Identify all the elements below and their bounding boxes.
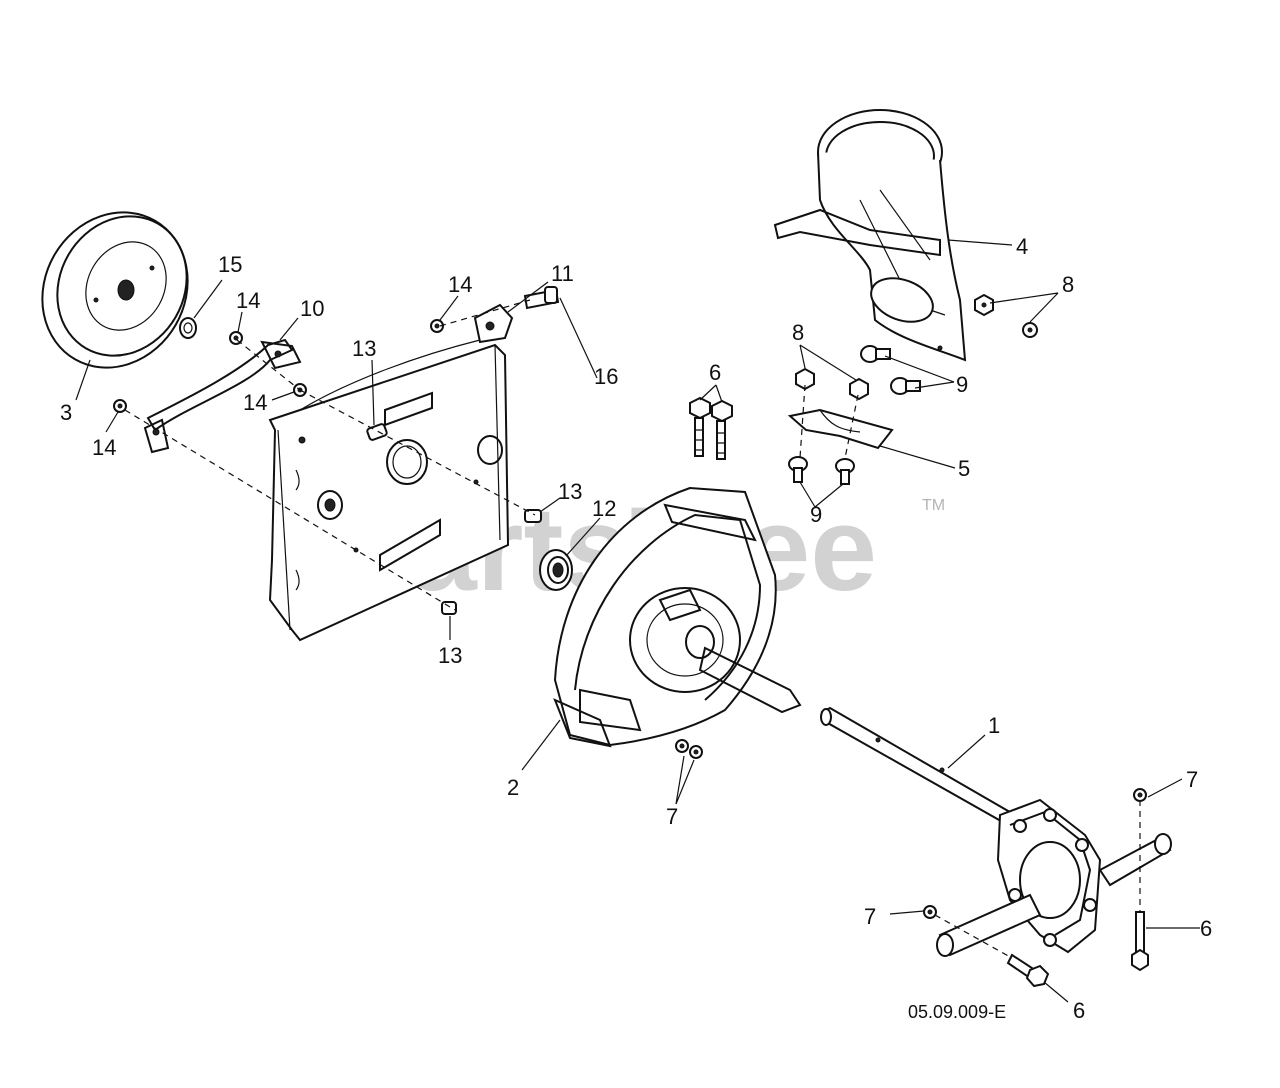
leader-line: [279, 317, 299, 341]
part-nut-8c: [795, 367, 815, 391]
leader-line: [1147, 778, 1183, 798]
callout-8b: 8: [792, 320, 804, 345]
part-nut-8a: [974, 293, 994, 317]
part-bolt-16: [523, 286, 560, 310]
callout-15: 15: [218, 252, 242, 277]
alignment-line: [439, 299, 531, 327]
part-housing: [553, 486, 802, 748]
leader-line: [521, 719, 561, 771]
part-bolt-9a: [860, 345, 891, 363]
leader-line: [699, 384, 723, 403]
leader-line: [193, 279, 223, 319]
part-bolt-9b: [890, 377, 921, 395]
part-chute-base: [773, 109, 967, 362]
part-chute-plate: [787, 408, 894, 450]
part-nut-8d: [849, 377, 869, 401]
leader-line: [105, 411, 119, 433]
part-nut-7a: [675, 739, 689, 753]
leader-line: [271, 391, 295, 401]
alignment-line: [934, 914, 1013, 959]
leader-line: [559, 297, 598, 379]
callout-10: 10: [300, 296, 324, 321]
callout-14c: 14: [243, 390, 267, 415]
callout-13a: 13: [352, 336, 376, 361]
callout-13b: 13: [558, 479, 582, 504]
callout-6c: 6: [1073, 998, 1085, 1023]
callout-13c: 13: [438, 643, 462, 668]
callout-16: 16: [594, 364, 618, 389]
leader-line: [947, 734, 986, 769]
callout-7b: 7: [666, 804, 678, 829]
leader-line: [884, 355, 955, 389]
part-bracket: [299, 303, 514, 411]
part-bolt-13b: [524, 509, 542, 523]
part-nut-14d: [430, 319, 444, 333]
alignment-line: [799, 384, 806, 459]
leader-line: [75, 359, 91, 401]
part-pulley: [41, 211, 189, 369]
callout-7a: 7: [1186, 767, 1198, 792]
alignment-line: [299, 389, 536, 516]
part-bearing: [539, 549, 573, 591]
leader-line: [439, 295, 459, 321]
callout-2: 2: [507, 775, 519, 800]
leader-line: [989, 292, 1059, 323]
callout-5: 5: [958, 456, 970, 481]
leader-line: [1043, 981, 1069, 1003]
callout-9b: 9: [810, 502, 822, 527]
watermark-trademark: TM: [922, 497, 945, 514]
alignment-line: [124, 409, 456, 611]
leader-line: [675, 755, 695, 805]
part-bolt-6a: [689, 396, 711, 457]
callout-12: 12: [592, 496, 616, 521]
part-belt-guide-bracket: [143, 338, 302, 454]
callout-14b: 14: [236, 288, 260, 313]
part-bolt-6b: [711, 399, 733, 460]
callout-4: 4: [1016, 234, 1028, 259]
part-bolt-9c: [788, 456, 808, 483]
part-spacer: [179, 317, 197, 339]
leader-line: [565, 517, 601, 557]
part-nut-8b: [1022, 322, 1038, 338]
leader-line: [799, 481, 844, 508]
callout-6b: 6: [1200, 916, 1212, 941]
part-nut-14b: [113, 399, 127, 413]
alignment-line: [236, 339, 301, 391]
leader-line: [371, 359, 375, 426]
callout-14d: 14: [92, 435, 116, 460]
callout-1: 1: [988, 713, 1000, 738]
part-mounting-plate: [268, 343, 510, 642]
diagram-reference: 05.09.009-E: [908, 1002, 1006, 1022]
part-bolt-6c: [1131, 911, 1149, 972]
leader-line: [507, 281, 549, 313]
callout-8a: 8: [1062, 272, 1074, 297]
part-bolt-13c: [441, 601, 457, 615]
leader-line: [889, 910, 925, 915]
callout-3: 3: [60, 400, 72, 425]
leader-line: [879, 445, 956, 469]
leader-line: [237, 311, 243, 333]
leader-line: [947, 239, 1013, 246]
part-bolt-9d: [835, 458, 855, 485]
callout-9a: 9: [956, 372, 968, 397]
callout-11: 11: [551, 261, 574, 286]
callout-14a: 14: [448, 272, 472, 297]
callout-7c: 7: [864, 904, 876, 929]
callout-6a: 6: [709, 360, 721, 385]
part-bolt-6d: [1006, 953, 1050, 988]
part-nut-7b: [689, 745, 703, 759]
part-nut-7d: [923, 905, 937, 919]
part-nut-7c: [1133, 788, 1147, 802]
part-shaft-gearbox: [820, 706, 1172, 957]
leader-line: [799, 344, 857, 381]
leader-line: [539, 497, 561, 513]
